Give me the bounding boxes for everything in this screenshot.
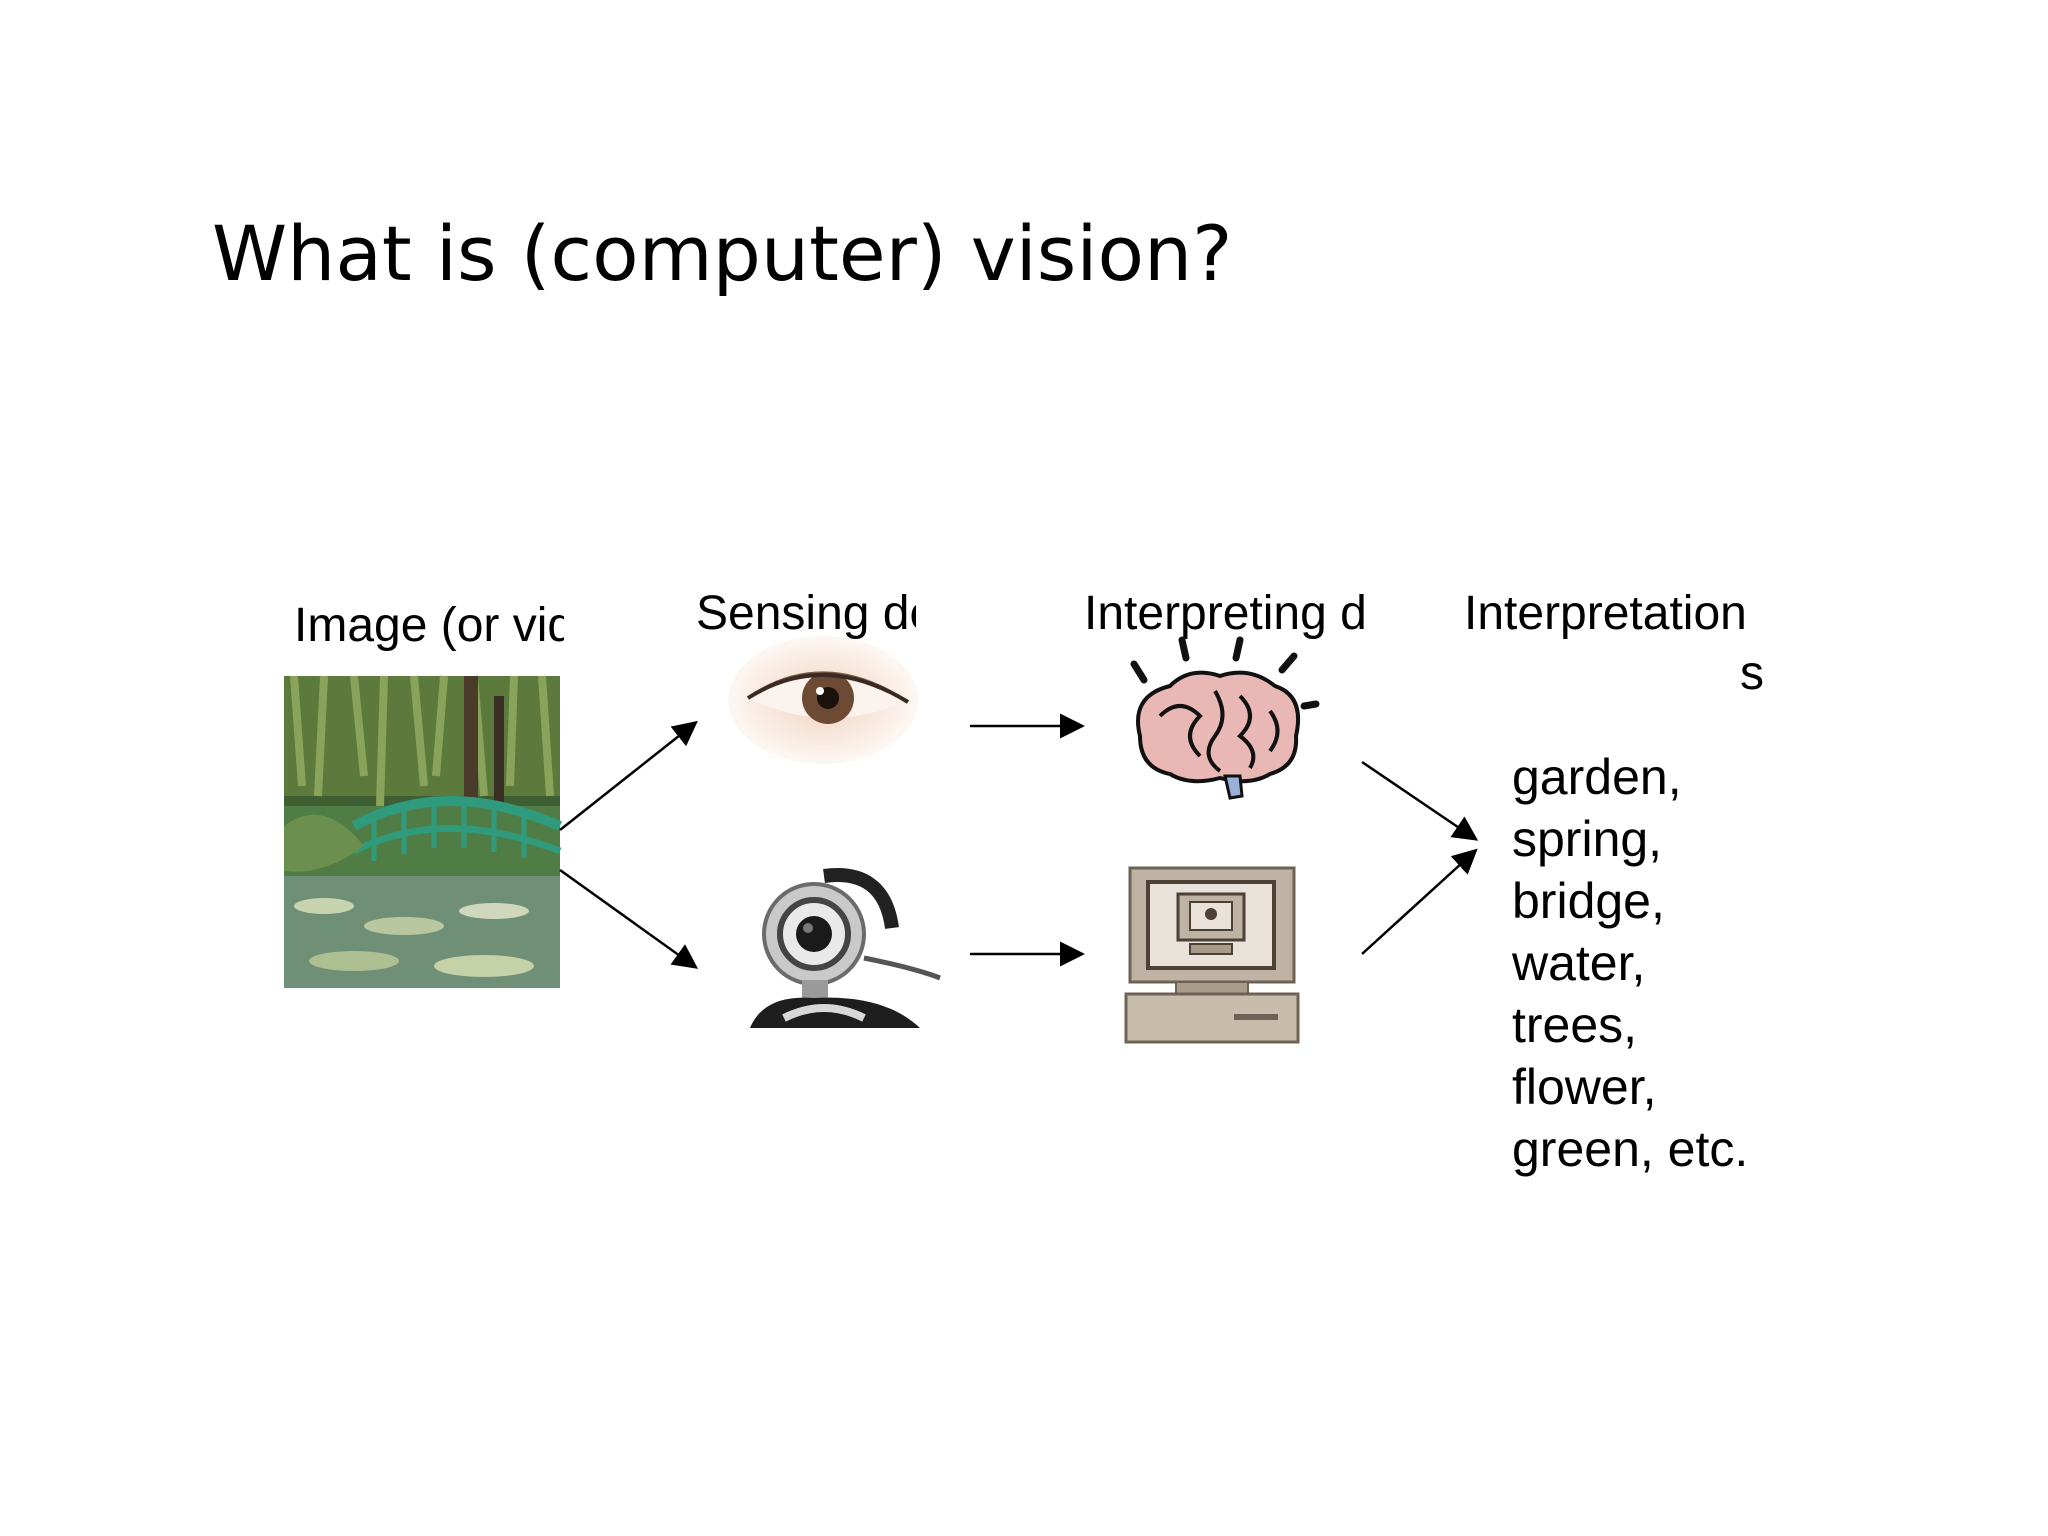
interpretations-label-line1: Interpretation — [1464, 587, 1747, 640]
interpretation-term: green, etc. — [1512, 1121, 1749, 1177]
interpretation-term: flower, — [1512, 1059, 1657, 1115]
eye-icon — [728, 636, 918, 764]
arrow-image-to-eye — [559, 720, 698, 831]
interpretation-term: trees, — [1512, 997, 1638, 1053]
interpretations-label: Interpretation s — [1464, 584, 1764, 704]
arrow-brain-to-output — [1361, 760, 1479, 841]
brain-icon — [1130, 636, 1320, 800]
interpretations-label-line2: s — [1740, 647, 1764, 700]
arrow-computer-to-output — [1361, 848, 1478, 955]
sensing-device-label: Sensing device — [696, 587, 916, 640]
input-label: Image (or video) — [294, 599, 564, 652]
webcam-icon — [750, 868, 941, 1028]
computer-icon — [1124, 866, 1300, 1044]
garden-bridge-photo — [284, 675, 562, 988]
interpretation-term: garden, — [1512, 749, 1682, 805]
interpretation-term: bridge, — [1512, 873, 1665, 929]
arrow-image-to-webcam — [559, 868, 699, 969]
interpretation-term: water, — [1512, 935, 1646, 991]
slide-title: What is (computer) vision? — [212, 209, 1233, 298]
interpretation-terms: garden, spring, bridge, water, trees, fl… — [1512, 746, 1748, 1180]
interpreting-device-label: Interpreting device — [1084, 587, 1364, 640]
interpretation-term: spring, — [1512, 811, 1663, 867]
